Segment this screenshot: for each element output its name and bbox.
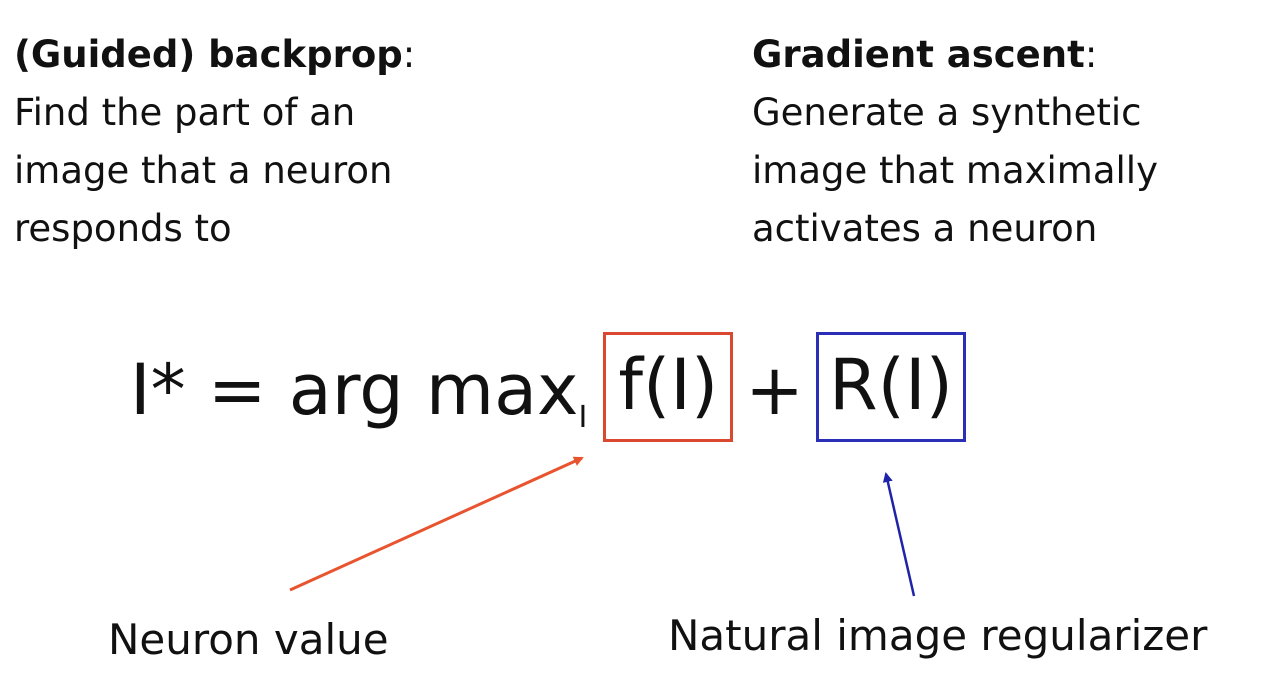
- regularizer-term: R(I): [815, 332, 966, 442]
- gradient-line-2: image that maximally: [752, 149, 1158, 192]
- neuron-value-caption: Neuron value: [108, 615, 389, 664]
- backprop-section: (Guided) backprop: Find the part of an i…: [14, 26, 614, 258]
- backprop-line-3: responds to: [14, 207, 232, 250]
- gradient-line-1: Generate a synthetic: [752, 91, 1142, 134]
- backprop-line-2: image that a neuron: [14, 149, 393, 192]
- regularizer-caption: Natural image regularizer: [668, 611, 1208, 660]
- argmax-subscript: I: [578, 400, 588, 435]
- neuron-value-term: f(I): [603, 332, 734, 442]
- neuron-value-arrow: [289, 456, 584, 592]
- plus-sign: +: [745, 349, 804, 431]
- backprop-colon: :: [402, 33, 416, 76]
- gradient-colon: :: [1084, 33, 1098, 76]
- gradient-line-3: activates a neuron: [752, 207, 1098, 250]
- gradient-ascent-section: Gradient ascent: Generate a synthetic im…: [752, 26, 1272, 258]
- gradient-heading-line: Gradient ascent:: [752, 26, 1272, 84]
- backprop-heading-line: (Guided) backprop:: [14, 26, 614, 84]
- regularizer-arrow: [882, 472, 916, 597]
- gradient-heading: Gradient ascent: [752, 33, 1085, 76]
- equation-lhs: I* = arg max: [130, 349, 579, 431]
- backprop-heading: (Guided) backprop: [14, 33, 403, 76]
- backprop-line-1: Find the part of an: [14, 91, 356, 134]
